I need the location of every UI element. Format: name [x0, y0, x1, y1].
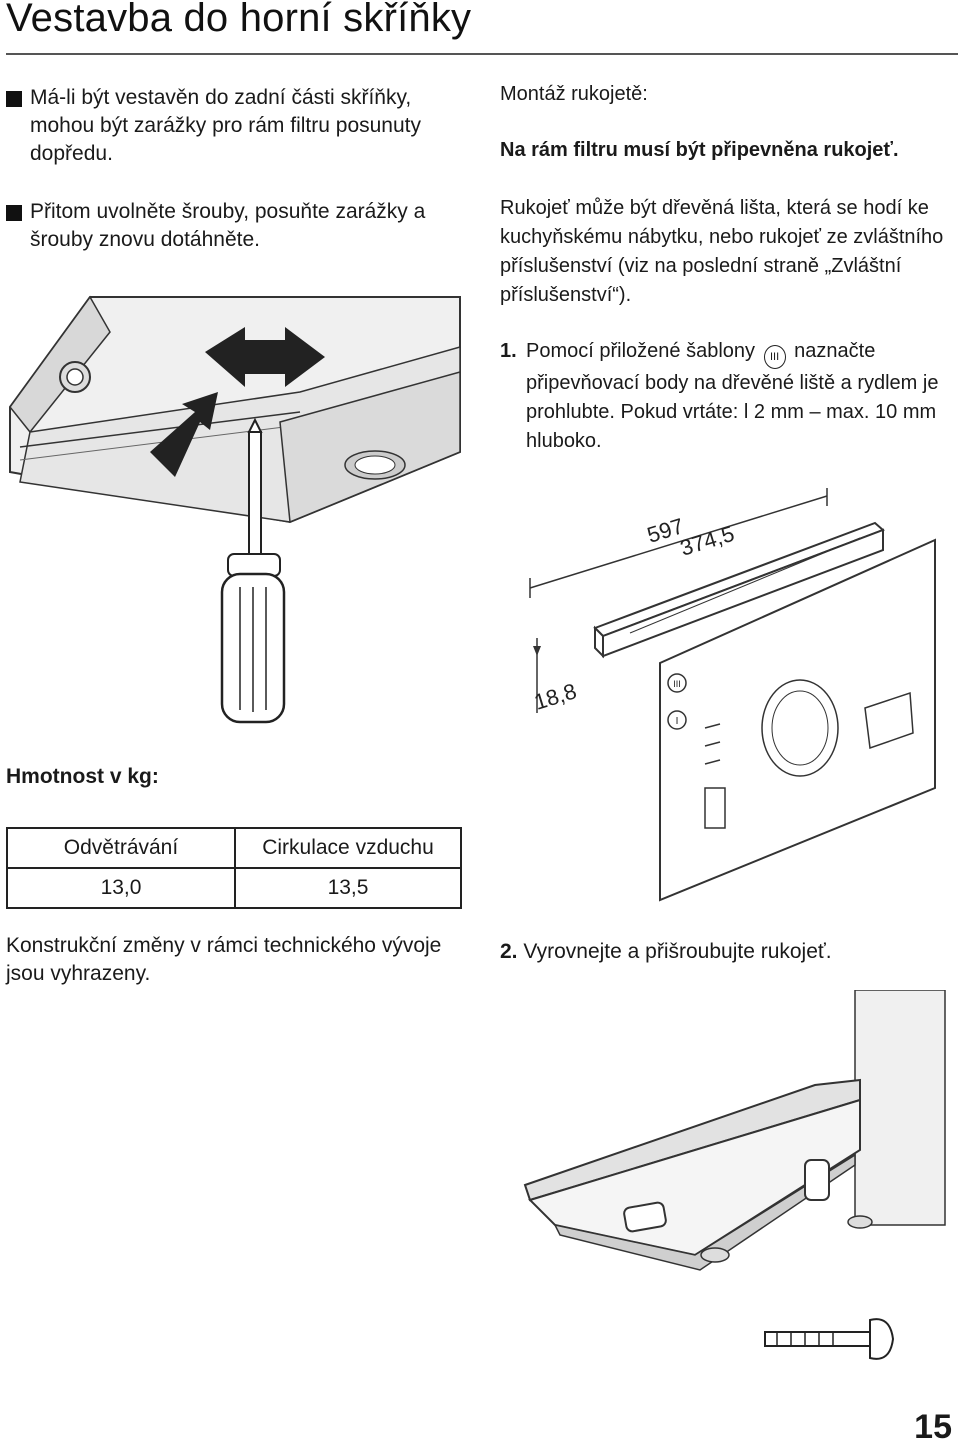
bullet-square-icon: [6, 205, 22, 221]
handle-mounting-illustration: [523, 990, 946, 1360]
stopper-adjustment-illustration: [9, 295, 461, 724]
step-2-text: Vyrovnejte a přišroubujte rukojeť.: [523, 940, 832, 963]
step-2: 2. Vyrovnejte a přišroubujte rukojeť.: [500, 940, 832, 964]
table-header-cell: Cirkulace vzduchu: [234, 827, 462, 869]
template-iii-icon: III: [763, 345, 786, 369]
table-cell: 13,0: [6, 867, 236, 909]
weights-table: Odvětrávání Cirkulace vzduchu 13,0 13,5: [6, 827, 462, 909]
page-number: 15: [914, 1408, 952, 1446]
bullet-square-icon: [6, 91, 22, 107]
handle-bold-text: Na rám filtru musí být připevněna rukoje…: [500, 139, 899, 161]
dimension-374-label: 374,5: [677, 521, 737, 561]
handle-template-drawing: 597 374,5 18,8 III I: [529, 488, 936, 902]
template-label-i: I: [676, 716, 679, 727]
handle-text: Rukojeť může být dřevěná lišta, která se…: [500, 197, 944, 306]
step-1-text: Pomocí přiložené šablony III naznačte př…: [526, 340, 939, 452]
disclaimer-note: Konstrukční změny v rámci technického vý…: [6, 934, 442, 985]
title-rule: [6, 53, 958, 55]
table-header-cell: Odvětrávání: [6, 827, 236, 869]
step-1: 1. Pomocí přiložené šablony III naznačte…: [500, 337, 950, 456]
page-title: Vestavba do horní skříňky: [6, 0, 472, 40]
table-header-row: Odvětrávání Cirkulace vzduchu: [6, 827, 462, 869]
handle-heading: Montáž rukojetě:: [500, 83, 648, 105]
step-1-number: 1.: [500, 340, 517, 362]
template-label-iii: III: [673, 679, 681, 689]
table-cell: 13,5: [234, 867, 462, 909]
bullet-item: Má-li být vestavěn do zadní části skříňk…: [6, 84, 476, 168]
dimension-18-label: 18,8: [531, 678, 579, 714]
bullet-item: Přitom uvolněte šrouby, posuňte zarážky …: [6, 198, 476, 254]
step-2-number: 2.: [500, 940, 518, 963]
table-row: 13,0 13,5: [6, 867, 462, 909]
weights-title: Hmotnost v kg:: [6, 765, 159, 788]
